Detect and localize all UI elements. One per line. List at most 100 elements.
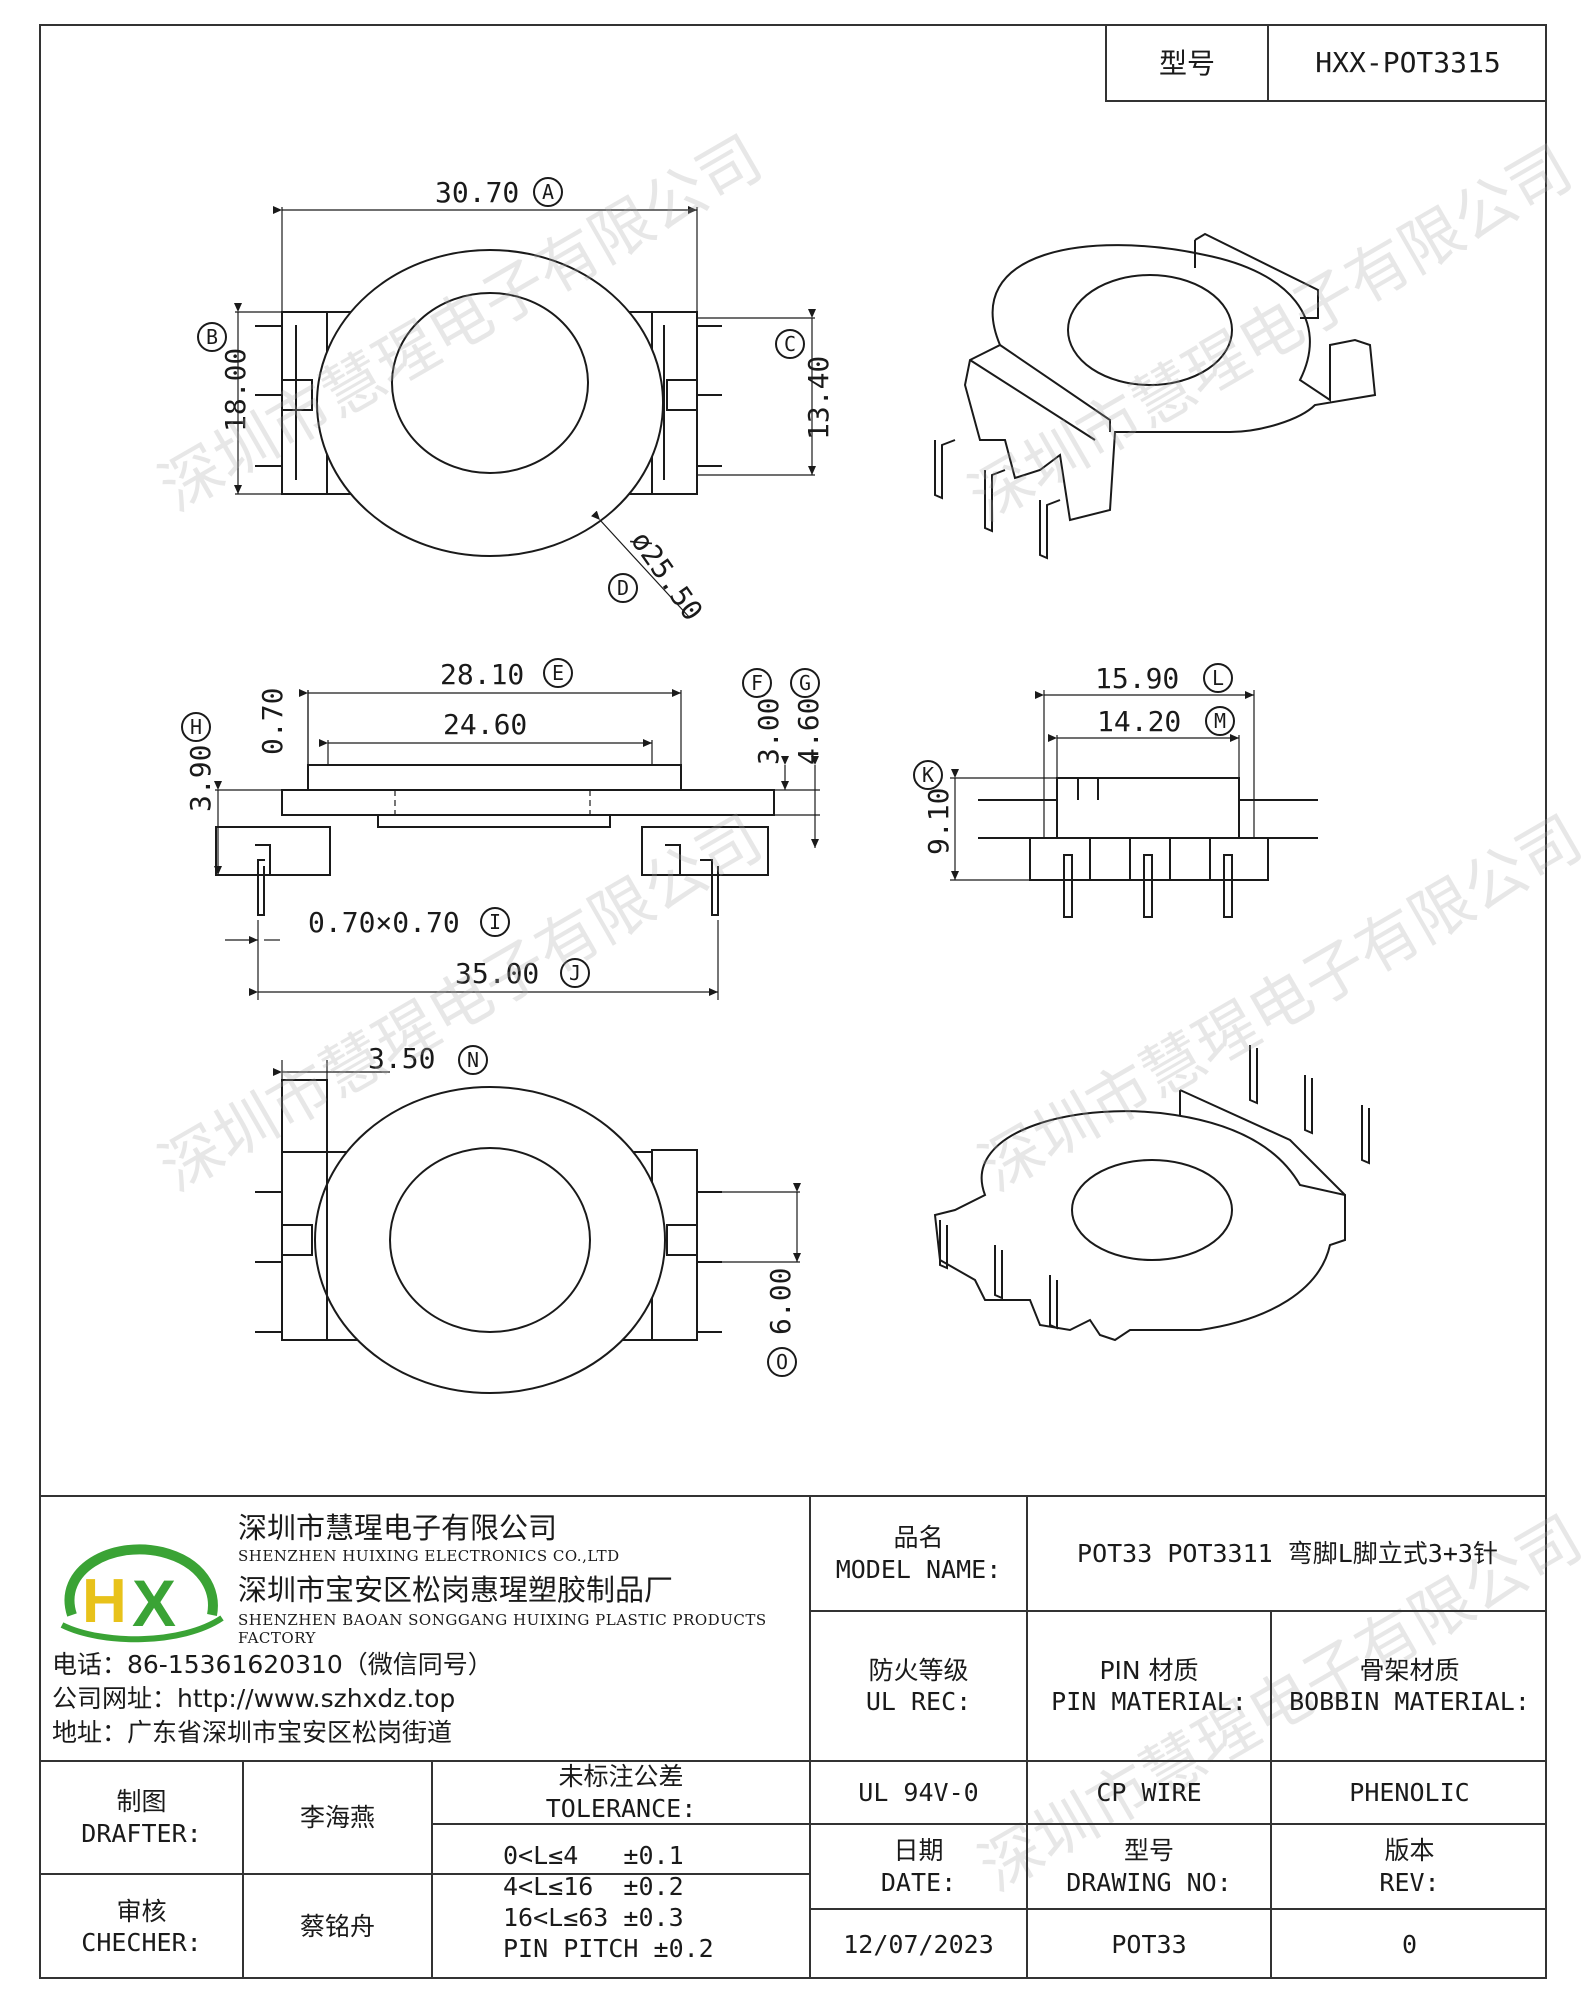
company-logo: H X (60, 1544, 224, 1643)
date-label: 日期 DATE: (880, 1836, 957, 1897)
tag-d: D (608, 573, 638, 603)
tolerance-label: 未标注公差 TOLERANCE: (545, 1762, 697, 1823)
tag-o: O (767, 1347, 797, 1377)
svg-text:C: C (784, 332, 796, 356)
dim-b-value: 18.00 (219, 348, 252, 432)
dim-k-value: 9.10 (922, 788, 955, 855)
dim-i-value: 0.70×0.70 (308, 906, 460, 939)
svg-text:F: F (751, 671, 763, 695)
ul-value: UL 94V-0 (858, 1777, 979, 1807)
drafter-label: 制图 DRAFTER: (81, 1787, 202, 1848)
checker-label: 审核 CHECHER: (81, 1896, 202, 1957)
dim-c-value: 13.40 (802, 356, 835, 440)
tolerance-row: 0<L≤4 ±0.1 (503, 1840, 684, 1870)
svg-text:D: D (617, 576, 629, 600)
dim-h2-value: 0.70 (256, 688, 289, 755)
company-phone: 电话：86-15361620310（微信同号） (52, 1650, 493, 1679)
iso-pins-top (934, 439, 1061, 560)
bottom-left-pins (255, 1191, 313, 1333)
model-header: 型号 HXX-POT3315 (1105, 24, 1547, 102)
drawing-no-value: POT33 (1111, 1929, 1187, 1959)
dim-h-value: 3.90 (184, 745, 217, 812)
left-pins (255, 325, 313, 467)
bobbin-material-label: 骨架材质 BOBBIN MATERIAL: (1289, 1655, 1530, 1716)
side-pins (257, 859, 719, 916)
factory-name-en: SHENZHEN BAOAN SONGGANG HUIXING PLASTIC … (238, 1611, 767, 1647)
tag-c: C (775, 329, 805, 359)
svg-text:J: J (569, 961, 581, 985)
svg-text:G: G (799, 671, 811, 695)
drawing-frame (39, 24, 1547, 1979)
company-info: H X 深圳市慧瑆电子有限公司 SHENZHEN HUIXING ELECTRO… (52, 1505, 802, 1753)
side-view (214, 689, 820, 1000)
rev-label: 版本 REV: (1379, 1836, 1440, 1897)
logo-h: H (82, 1567, 127, 1636)
tag-l: L (1203, 663, 1233, 693)
dim-n-value: 3.50 (368, 1042, 435, 1075)
dim-j-value: 35.00 (455, 957, 539, 990)
dim-l-value: 15.90 (1095, 662, 1179, 695)
dim-d-value: ø25.50 (624, 525, 709, 627)
tag-k: K (913, 760, 943, 790)
logo-x: X (132, 1566, 176, 1640)
top-view (234, 206, 816, 619)
model-value: HXX-POT3315 (1315, 45, 1501, 79)
dim-a-value: 30.70 (435, 176, 519, 209)
tag-i: I (480, 907, 510, 937)
drafter-name: 李海燕 (299, 1802, 375, 1832)
tag-g: G (790, 668, 820, 698)
dim-o-value: 6.00 (764, 1268, 797, 1335)
dim-e-value: 28.10 (440, 658, 524, 691)
dim-g-value: 4.60 (792, 698, 825, 765)
svg-text:B: B (206, 325, 218, 349)
svg-text:L: L (1212, 666, 1224, 690)
tolerance-row: 16<L≤63 ±0.3 (503, 1903, 684, 1932)
tag-m: M (1205, 706, 1235, 736)
checker-name: 蔡铭舟 (299, 1912, 375, 1942)
pin-material-value: CP WIRE (1096, 1777, 1202, 1807)
svg-text:M: M (1214, 709, 1226, 733)
model-name-value: POT33 POT3311 弯脚L脚立式3+3针 (1077, 1538, 1498, 1568)
company-name-en: SHENZHEN HUIXING ELECTRONICS CO.,LTD (238, 1547, 620, 1565)
svg-text:N: N (467, 1048, 479, 1072)
company-website: 公司网址：http://www.szhxdz.top (52, 1684, 456, 1713)
right-pins (666, 325, 722, 467)
iso-pins-bottom (939, 1045, 1370, 1330)
tolerance-row: 4<L≤16 ±0.2 (503, 1871, 684, 1901)
tag-e: E (543, 658, 573, 688)
tag-j: J (560, 958, 590, 988)
ul-label: 防火等级 UL REC: (865, 1655, 972, 1716)
svg-text:H: H (190, 715, 202, 739)
bobbin-material-value: PHENOLIC (1349, 1777, 1470, 1807)
model-label: 型号 (1107, 24, 1269, 100)
tag-f: F (742, 668, 772, 698)
pin-material-label: PIN 材质 PIN MATERIAL: (1051, 1655, 1247, 1716)
svg-text:A: A (542, 180, 554, 204)
drawing-no-label: 型号 DRAWING NO: (1066, 1836, 1232, 1897)
front-view (950, 690, 1318, 918)
dim-f-value: 3.00 (752, 698, 785, 765)
tolerance-row: PIN PITCH ±0.2 (503, 1934, 714, 1964)
bottom-right-pins (666, 1191, 722, 1333)
tolerance-table: 0<L≤4 ±0.1 4<L≤16 ±0.2 16<L≤63 ±0.3 PIN … (433, 1825, 809, 1979)
date-value: 12/07/2023 (843, 1929, 994, 1959)
factory-name-cn: 深圳市宝安区松岗惠瑆塑胶制品厂 (238, 1573, 674, 1607)
dimension-tags: A B C D E F G H I J K L M N O (181, 177, 1235, 1377)
company-name-cn: 深圳市慧瑆电子有限公司 (238, 1511, 558, 1545)
bottom-view (255, 1060, 801, 1394)
dim-e2-value: 24.60 (443, 708, 527, 741)
svg-text:E: E (552, 661, 564, 685)
tag-b: B (197, 322, 227, 352)
svg-text:I: I (489, 910, 501, 934)
technical-drawing: 30.70 18.00 13.40 ø25.50 28.10 24.60 3.0… (181, 176, 1377, 1394)
iso-view-top (934, 232, 1377, 560)
tag-h: H (181, 712, 211, 742)
tag-a: A (533, 177, 563, 207)
svg-text:O: O (776, 1350, 788, 1374)
svg-text:K: K (922, 763, 934, 787)
iso-view-bottom (933, 1045, 1370, 1342)
rev-value: 0 (1401, 1929, 1418, 1959)
front-pins (1063, 854, 1233, 918)
company-address: 地址：广东省深圳市宝安区松岗街道 (52, 1718, 453, 1747)
tag-n: N (458, 1045, 488, 1075)
